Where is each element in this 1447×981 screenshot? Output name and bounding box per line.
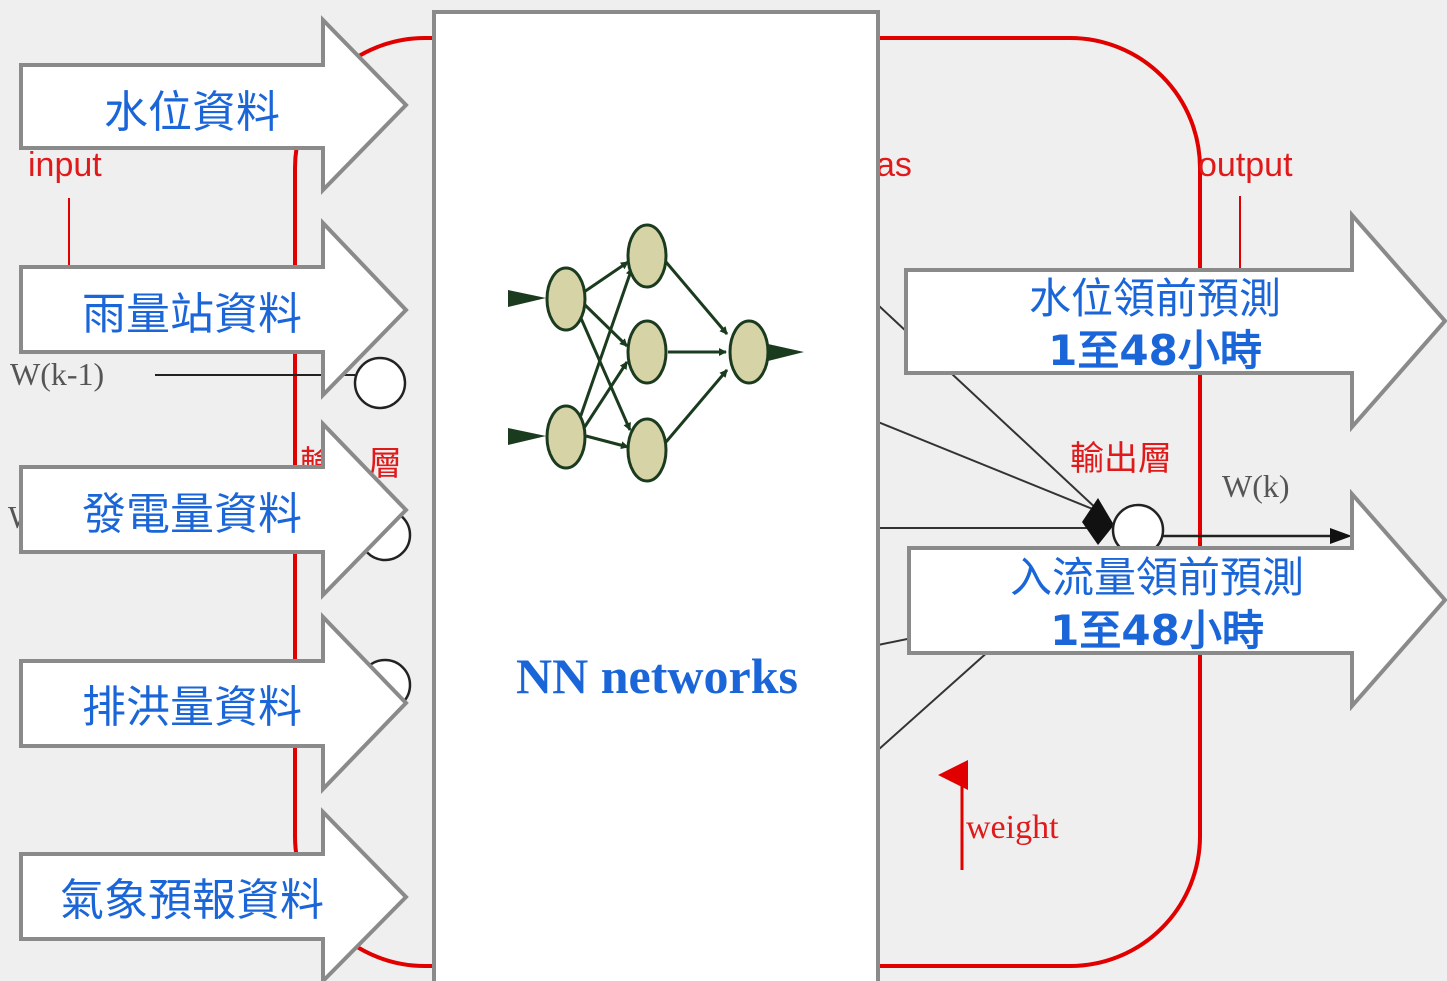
mini-node bbox=[728, 319, 770, 385]
block-arrow-shape bbox=[904, 209, 1447, 433]
w-prev-label: W(k-1) bbox=[10, 356, 104, 392]
input-arrow-label: 排洪量資料 bbox=[82, 682, 302, 733]
input-arrow-label: 水位資料 bbox=[104, 87, 280, 138]
mini-edge bbox=[664, 261, 729, 335]
mini-input-arrow bbox=[508, 428, 546, 445]
output-label: output bbox=[1198, 146, 1293, 184]
output-arrows: 水位領前預測 1至48小時 入流量領前預測 1至48小時 bbox=[904, 209, 1447, 712]
w-out-label: W(k) bbox=[1222, 468, 1290, 504]
input-arrow-label: 雨量站資料 bbox=[82, 289, 302, 340]
output-arrow-inflow-forecast: 入流量領前預測 1至48小時 bbox=[907, 488, 1447, 712]
block-arrow-shape bbox=[19, 419, 409, 600]
mini-input-arrow bbox=[508, 290, 546, 307]
output-arrow-line1: 水位領前預測 bbox=[1029, 274, 1281, 323]
output-arrow-line1: 入流量領前預測 bbox=[1010, 553, 1304, 602]
mini-node bbox=[545, 404, 587, 470]
input-arrows: 水位資料 雨量站資料 發電量資料 排洪量資料 氣象預報資料 bbox=[19, 15, 409, 981]
input-arrow-water-level: 水位資料 bbox=[19, 15, 409, 195]
input-label: input bbox=[28, 146, 102, 184]
mini-node bbox=[626, 417, 668, 483]
output-arrow-line2: 1至48小時 bbox=[1048, 326, 1262, 375]
weight-label: weight bbox=[966, 809, 1059, 846]
mini-edge bbox=[578, 315, 632, 431]
output-node-arrowhead bbox=[1082, 498, 1114, 545]
mini-node bbox=[545, 266, 587, 332]
block-arrow-shape bbox=[19, 15, 409, 195]
mini-network-icon bbox=[508, 223, 804, 483]
input-node bbox=[353, 356, 407, 410]
output-arrow-line2: 1至48小時 bbox=[1050, 606, 1264, 655]
input-arrow-power-generation: 發電量資料 bbox=[19, 419, 409, 600]
hidden-edge bbox=[877, 649, 991, 751]
block-arrow-shape bbox=[19, 807, 409, 981]
output-layer-label: 輸出層 bbox=[1070, 439, 1172, 479]
mini-edge bbox=[664, 369, 729, 443]
hidden-edge bbox=[877, 421, 1101, 513]
input-arrow-weather-forecast: 氣象預報資料 bbox=[19, 807, 409, 981]
mini-node bbox=[626, 223, 668, 289]
input-arrow-label: 發電量資料 bbox=[82, 489, 302, 540]
output-arrow-water-level-forecast: 水位領前預測 1至48小時 bbox=[904, 209, 1447, 433]
mini-edge bbox=[585, 434, 629, 450]
block-arrow-shape bbox=[19, 612, 409, 794]
mini-node bbox=[626, 319, 668, 385]
output-line-arrowhead bbox=[1330, 528, 1352, 544]
block-arrow-shape bbox=[907, 488, 1447, 712]
input-arrow-rain-gauge: 雨量站資料 bbox=[19, 218, 409, 400]
bias-fragment-label: as bbox=[876, 146, 912, 184]
block-arrow-shape bbox=[19, 218, 409, 400]
nn-box: NN networks bbox=[432, 10, 880, 981]
mini-output-arrow bbox=[768, 344, 804, 361]
nn-box-frame bbox=[432, 10, 880, 981]
input-arrow-label: 氣象預報資料 bbox=[60, 875, 324, 926]
input-arrow-flood-discharge: 排洪量資料 bbox=[19, 612, 409, 794]
mini-edge bbox=[582, 361, 629, 429]
mini-edge bbox=[583, 260, 629, 294]
mini-edge bbox=[582, 302, 629, 348]
nn-box-title: NN networks bbox=[516, 648, 798, 704]
mini-edge bbox=[578, 267, 634, 419]
